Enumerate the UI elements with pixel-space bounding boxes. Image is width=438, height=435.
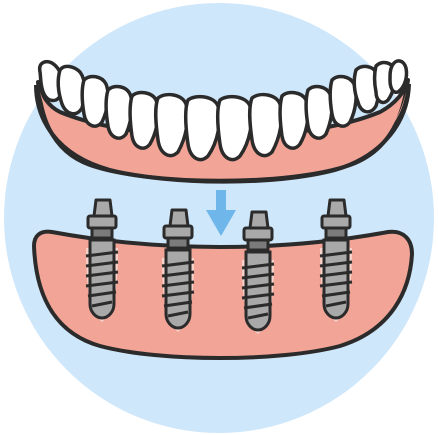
tooth bbox=[106, 87, 132, 139]
tooth bbox=[330, 77, 356, 127]
tooth bbox=[280, 93, 308, 149]
tooth bbox=[130, 93, 158, 149]
implant bbox=[86, 200, 118, 322]
implant bbox=[162, 210, 194, 332]
tooth bbox=[306, 87, 332, 139]
tooth bbox=[390, 61, 407, 92]
implant bbox=[320, 200, 352, 322]
tooth bbox=[82, 77, 108, 127]
implant bbox=[242, 212, 274, 334]
